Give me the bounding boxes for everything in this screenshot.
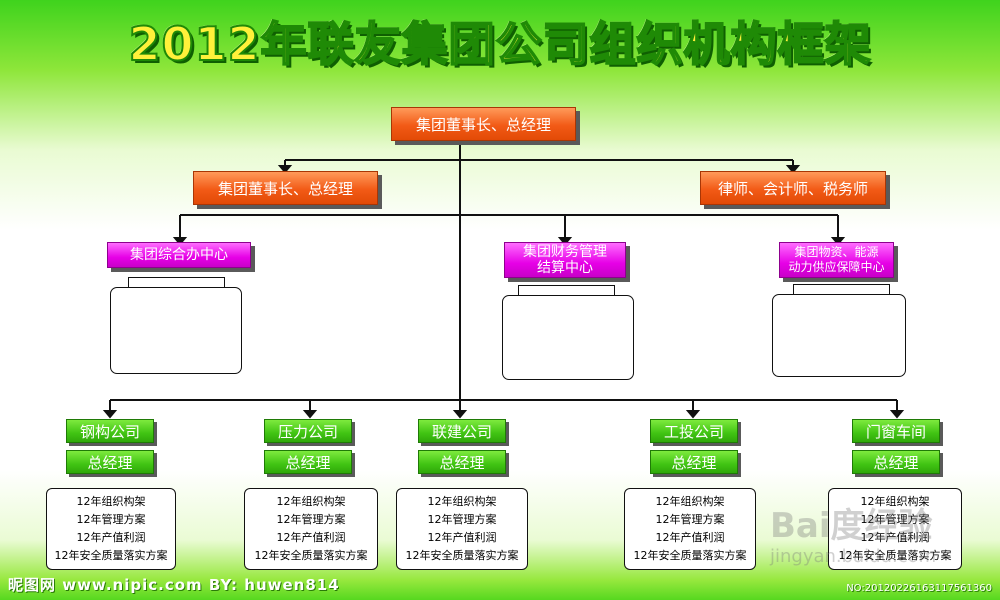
plan-item: 12年产值利润 (76, 531, 146, 544)
blank-frame-tab-2 (518, 285, 615, 296)
plan-item: 12年产值利润 (276, 531, 346, 544)
page-title: 2012年联友集团公司组织机构框架 (127, 16, 872, 72)
arrow-level2-right (785, 165, 801, 174)
plan-list-pressure: 12年组织构架 12年管理方案 12年产值利润 12年安全质量落实方案 (244, 488, 378, 570)
plan-list-steel: 12年组织构架 12年管理方案 12年产值利润 12年安全质量落实方案 (46, 488, 176, 570)
arrow-bottom-5 (889, 410, 905, 419)
plan-item: 12年组织构架 (76, 495, 146, 508)
company-doors-windows: 门窗车间 (852, 419, 940, 443)
center-general-office-label: 集团综合办中心 (130, 247, 228, 263)
manager-steel: 总经理 (66, 450, 154, 474)
plan-item: 12年组织构架 (655, 495, 725, 508)
manager-pressure: 总经理 (264, 450, 352, 474)
node-chairman-second: 集团董事长、总经理 (193, 171, 378, 205)
center-supply: 集团物资、能源 动力供应保障中心 (779, 242, 894, 278)
center-finance-line1: 集团财务管理 (523, 244, 607, 260)
plan-list-gongtou: 12年组织构架 12年管理方案 12年产值利润 12年安全质量落实方案 (624, 488, 756, 570)
blank-frame-2 (502, 295, 634, 380)
plan-item: 12年管理方案 (860, 513, 930, 526)
plan-item: 12年组织构架 (427, 495, 497, 508)
arrow-level3-2 (557, 237, 573, 246)
center-finance: 集团财务管理 结算中心 (504, 242, 626, 278)
plan-item: 12年安全质量落实方案 (838, 549, 952, 562)
plan-item: 12年安全质量落实方案 (405, 549, 519, 562)
plan-item: 12年产值利润 (427, 531, 497, 544)
arrow-level2-left (277, 165, 293, 174)
arrow-bottom-3 (452, 410, 468, 419)
plan-item: 12年安全质量落实方案 (254, 549, 368, 562)
manager-gongtou: 总经理 (650, 450, 738, 474)
arrow-level3-3 (830, 237, 846, 246)
plan-item: 12年管理方案 (276, 513, 346, 526)
center-general-office: 集团综合办中心 (107, 242, 251, 268)
plan-item: 12年组织构架 (276, 495, 346, 508)
plan-item: 12年管理方案 (655, 513, 725, 526)
plan-item: 12年安全质量落实方案 (54, 549, 168, 562)
manager-lianjian: 总经理 (418, 450, 506, 474)
center-supply-line1: 集团物资、能源 (794, 245, 879, 259)
image-number-watermark: NO:20120226163117561360 (846, 583, 992, 594)
blank-frame-tab-1 (128, 277, 225, 288)
company-pressure: 压力公司 (264, 419, 352, 443)
company-lianjian: 联建公司 (418, 419, 506, 443)
plan-item: 12年管理方案 (76, 513, 146, 526)
arrow-bottom-1 (102, 410, 118, 419)
blank-frame-1 (110, 287, 242, 374)
company-steel: 钢构公司 (66, 419, 154, 443)
company-gongtou: 工投公司 (650, 419, 738, 443)
arrow-bottom-4 (685, 410, 701, 419)
center-finance-line2: 结算中心 (537, 260, 593, 276)
manager-doors-windows: 总经理 (852, 450, 940, 474)
plan-list-doors-windows: 12年组织构架 12年管理方案 12年产值利润 12年安全质量落实方案 (828, 488, 962, 570)
arrow-level3-1 (172, 237, 188, 246)
plan-item: 12年组织构架 (860, 495, 930, 508)
plan-item: 12年安全质量落实方案 (633, 549, 747, 562)
node-chairman-top: 集团董事长、总经理 (391, 107, 576, 141)
node-advisors: 律师、会计师、税务师 (700, 171, 886, 205)
blank-frame-tab-3 (793, 284, 890, 295)
nipic-watermark: 昵图网 www.nipic.com BY: huwen814 (8, 576, 340, 594)
center-supply-line2: 动力供应保障中心 (788, 260, 885, 274)
plan-list-lianjian: 12年组织构架 12年管理方案 12年产值利润 12年安全质量落实方案 (396, 488, 528, 570)
plan-item: 12年产值利润 (860, 531, 930, 544)
plan-item: 12年管理方案 (427, 513, 497, 526)
arrow-bottom-2 (302, 410, 318, 419)
plan-item: 12年产值利润 (655, 531, 725, 544)
blank-frame-3 (772, 294, 906, 377)
